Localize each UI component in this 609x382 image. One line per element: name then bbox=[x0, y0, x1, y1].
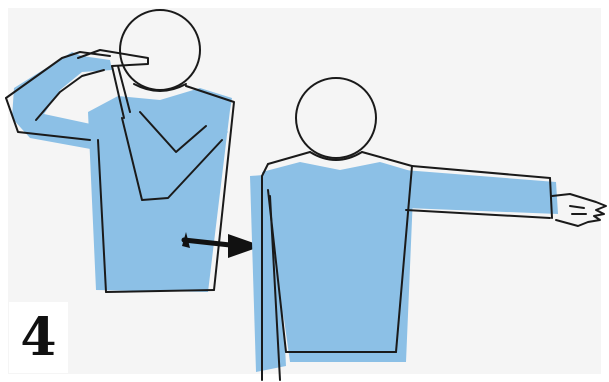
step-number: 4 bbox=[20, 312, 56, 364]
step-number-box: 4 bbox=[9, 302, 68, 373]
signaller-figure-left bbox=[6, 10, 234, 292]
signaller-figure-right bbox=[250, 78, 606, 380]
head-left bbox=[120, 10, 200, 90]
head-right bbox=[296, 78, 376, 158]
shirt-fill-left bbox=[12, 52, 232, 292]
